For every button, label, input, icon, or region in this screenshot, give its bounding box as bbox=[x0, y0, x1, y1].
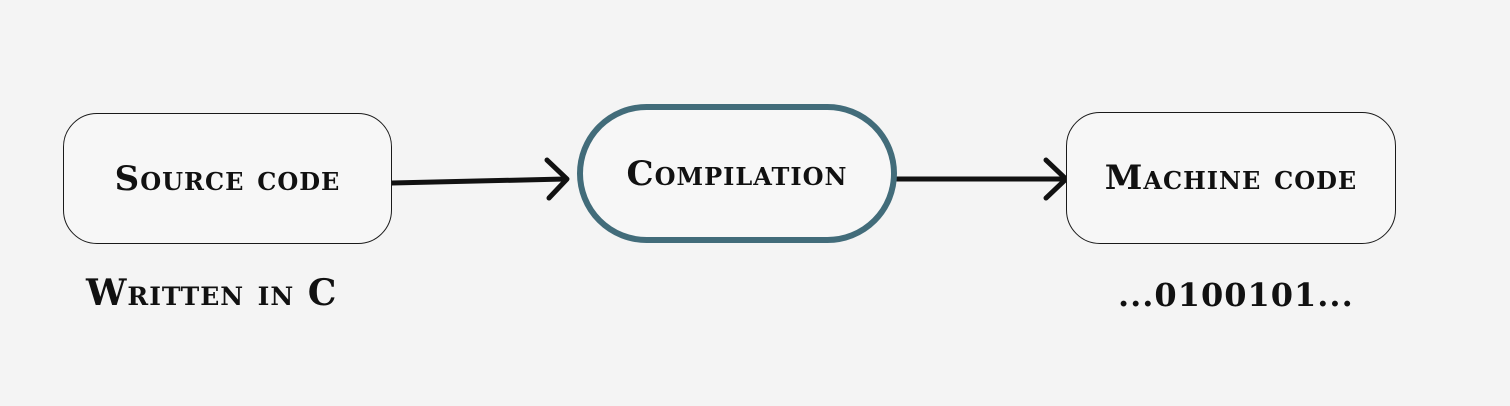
compilation-node: Compilation bbox=[577, 104, 897, 243]
source-code-node: Source code bbox=[63, 113, 392, 244]
edge-source-to-compilation bbox=[389, 157, 570, 201]
source-code-label: Source code bbox=[114, 158, 341, 199]
arrow-line-source-to-compilation bbox=[389, 176, 568, 186]
machine-code-label: Machine code bbox=[1104, 158, 1358, 198]
compilation-label: Compilation bbox=[626, 153, 848, 194]
arrowhead-machine bbox=[1043, 157, 1069, 201]
machine-code-caption: ...0100101... bbox=[1118, 276, 1354, 314]
arrowhead-compilation bbox=[544, 157, 570, 201]
source-code-caption: Written in C bbox=[86, 272, 338, 314]
edge-compilation-to-machine bbox=[894, 157, 1069, 201]
machine-code-node: Machine code bbox=[1066, 112, 1396, 244]
